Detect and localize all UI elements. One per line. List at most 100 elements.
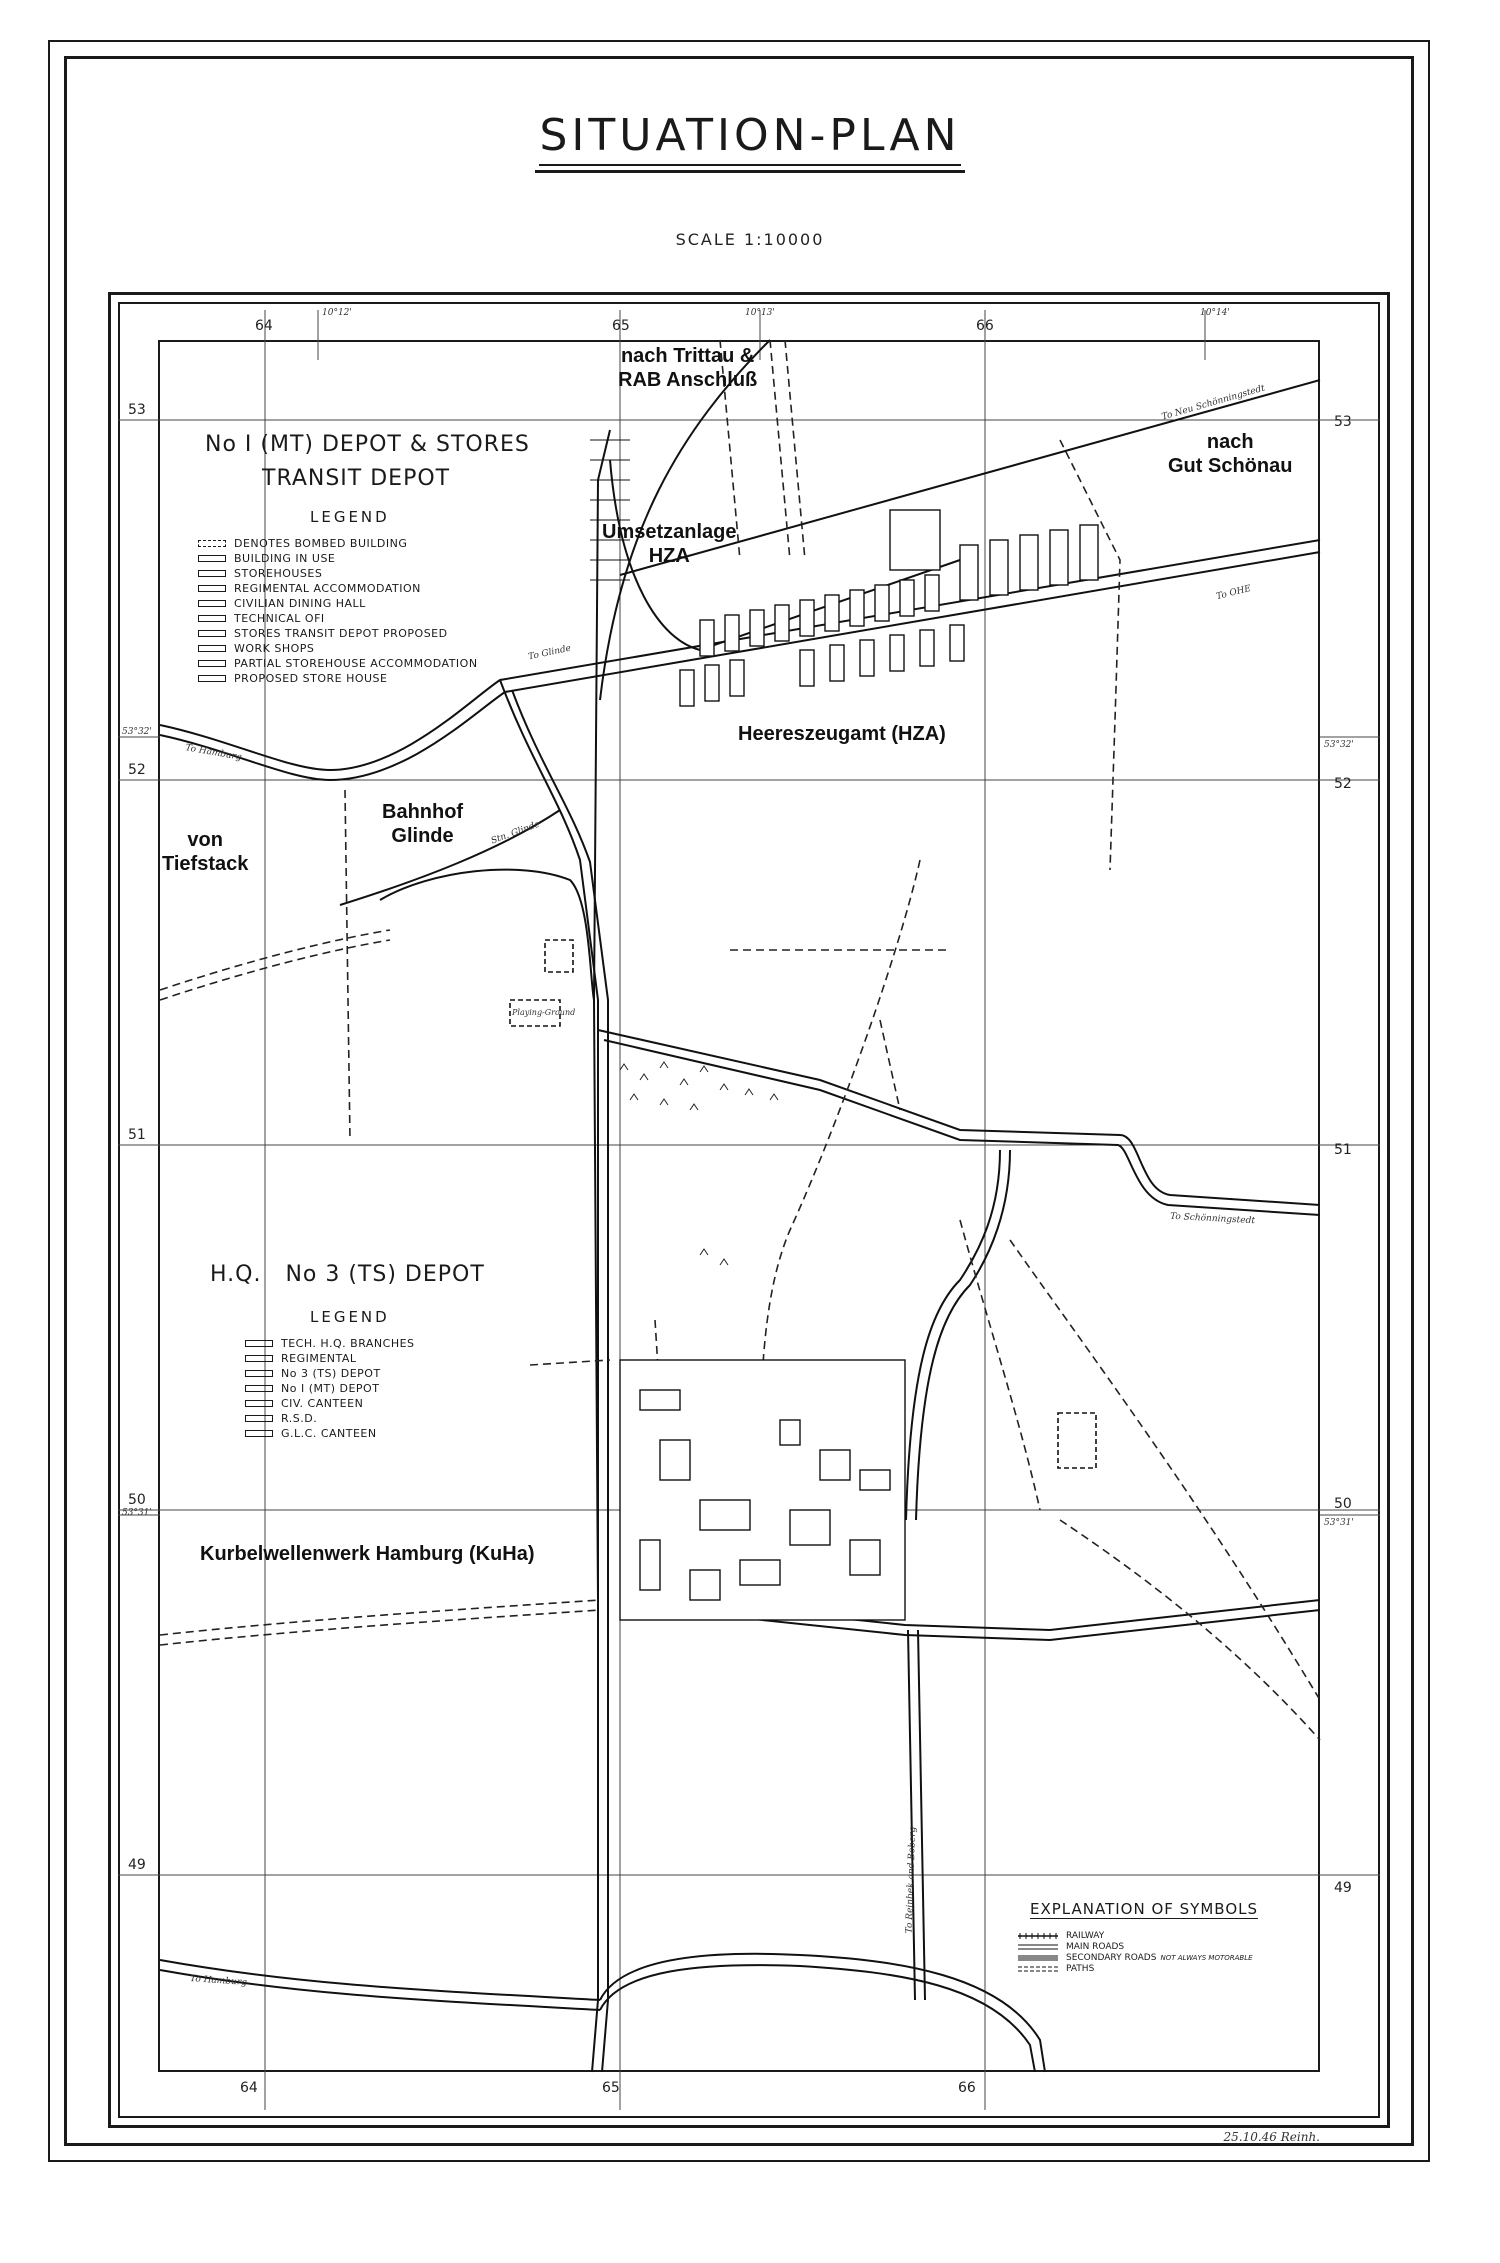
outer-border [48,40,1430,2162]
legend-swatch [198,675,226,682]
latitude-53-31-right: 53°31' [1324,1518,1354,1528]
symbol-label: PATHS [1066,1963,1095,1974]
symbol-label: RAILWAY [1066,1930,1105,1941]
legend-swatch [198,630,226,637]
paths [159,339,1321,1741]
legend-depot3-item: R.S.D. [245,1411,415,1426]
legend-depot1-item: CIVILIAN DINING HALL [198,596,478,611]
longitude-10-13: 10°13' [745,308,775,318]
legend-swatch [245,1355,273,1362]
legend-depot3-heading: LEGEND [310,1308,390,1326]
legend-depot3-item: REGIMENTAL [245,1351,415,1366]
symbol-item-railway: RAILWAY [1018,1930,1253,1941]
legend-depot1-title-2: TRANSIT DEPOT [262,466,451,491]
railway-ticks [590,439,630,581]
legend-swatch [198,600,226,607]
label-bahnhof-glinde: Bahnhof Glinde [382,801,464,847]
legend-label: STOREHOUSES [234,567,323,580]
legend-depot1-item: PARTIAL STOREHOUSE ACCOMMODATION [198,656,478,671]
legend-depot1-item: STORES TRANSIT DEPOT PROPOSED [198,626,478,641]
legend-swatch [198,555,226,562]
legend-swatch [198,660,226,667]
inner-border [64,56,1414,2146]
legend-label: PROPOSED STORE HOUSE [234,672,388,685]
legend-label: G.L.C. CANTEEN [281,1427,377,1440]
map-frame-outer [108,292,1390,2128]
label-gut-schoenau: nach Gut Schönau [1168,431,1293,477]
legend-swatch [198,570,226,577]
legend-depot1-item: WORK SHOPS [198,641,478,656]
trees [619,1061,779,1266]
legend-swatch [198,540,226,547]
legend-depot3-item: No I (MT) DEPOT [245,1381,415,1396]
legend-label: No I (MT) DEPOT [281,1382,380,1395]
northing-50-right: 50 [1334,1496,1352,1512]
legend-label: R.S.D. [281,1412,318,1425]
playing-grounds [509,939,1097,1469]
legend-label: CIV. CANTEEN [281,1397,364,1410]
longitude-10-14: 10°14' [1200,308,1230,318]
label-kurbelwellenwerk: Kurbelwellenwerk Hamburg (KuHa) [200,1543,535,1565]
easting-65-top: 65 [612,318,630,334]
label-trittau: nach Trittau & RAB Anschluß [618,345,758,391]
legend-label: No 3 (TS) DEPOT [281,1367,381,1380]
symbol-swatch-secondary [1018,1955,1058,1960]
northing-51-left: 51 [128,1127,146,1143]
legend-depot3-title: H.Q. No 3 (TS) DEPOT [210,1262,485,1287]
legend-swatch [245,1370,273,1377]
legend-depot1-item: STOREHOUSES [198,566,478,581]
legend-swatch [245,1340,273,1347]
label-tiefstack: von Tiefstack [162,829,249,875]
symbol-item-main: MAIN ROADS [1018,1941,1253,1952]
map-scale: SCALE 1:10000 [675,230,825,249]
map-title: SITUATION-PLAN [0,110,1500,173]
northing-50-left: 50 [128,1492,146,1508]
legend-label: STORES TRANSIT DEPOT PROPOSED [234,627,448,640]
map-frame-inner [158,340,1320,2072]
legend-depot1-item: PROPOSED STORE HOUSE [198,671,478,686]
legend-depot3-item: TECH. H.Q. BRANCHES [245,1336,415,1351]
depot3-buildings [619,1359,906,1621]
northing-49-left: 49 [128,1857,146,1873]
legend-depot1-title-1: No I (MT) DEPOT & STORES [205,432,530,457]
legend-swatch [245,1430,273,1437]
northing-53-right: 53 [1334,414,1352,430]
legend-depot1-heading: LEGEND [310,508,390,526]
northing-52-left: 52 [128,762,146,778]
easting-66-top: 66 [976,318,994,334]
signature: 25.10.46 Reinh. [1223,2130,1321,2144]
legend-depot1-item: REGIMENTAL ACCOMMODATION [198,581,478,596]
symbol-label: SECONDARY ROADS [1066,1952,1157,1963]
playing-ground-label: Playing-Ground [512,1008,576,1017]
legend-depot1-item: DENOTES BOMBED BUILDING [198,536,478,551]
legend-depot3-item: G.L.C. CANTEEN [245,1426,415,1441]
legend-depot1-item: TECHNICAL OFI [198,611,478,626]
legend-depot3-item: No 3 (TS) DEPOT [245,1366,415,1381]
legend-label: BUILDING IN USE [234,552,336,565]
legend-label: CIVILIAN DINING HALL [234,597,366,610]
northing-53-left: 53 [128,402,146,418]
northing-51-right: 51 [1334,1142,1352,1158]
legend-swatch [245,1415,273,1422]
easting-64-bottom: 64 [240,2080,258,2096]
symbol-label: MAIN ROADS [1066,1941,1125,1952]
symbol-swatch-railway [1018,1932,1058,1939]
railway [339,429,961,1601]
symbol-item-path: PATHS [1018,1963,1253,1974]
symbol-swatch-main [1018,1944,1058,1949]
longitude-10-12: 10°12' [322,308,352,318]
legend-label: PARTIAL STOREHOUSE ACCOMMODATION [234,657,478,670]
legend-swatch [198,615,226,622]
legend-label: REGIMENTAL [281,1352,357,1365]
legend-swatch [245,1400,273,1407]
legend-depot3-item: CIV. CANTEEN [245,1396,415,1411]
legend-depot1-item: BUILDING IN USE [198,551,478,566]
symbol-note: NOT ALWAYS MOTORABLE [1160,1953,1253,1962]
easting-65-bottom: 65 [602,2080,620,2096]
symbol-swatch-path [1018,1966,1058,1971]
easting-64-top: 64 [255,318,273,334]
